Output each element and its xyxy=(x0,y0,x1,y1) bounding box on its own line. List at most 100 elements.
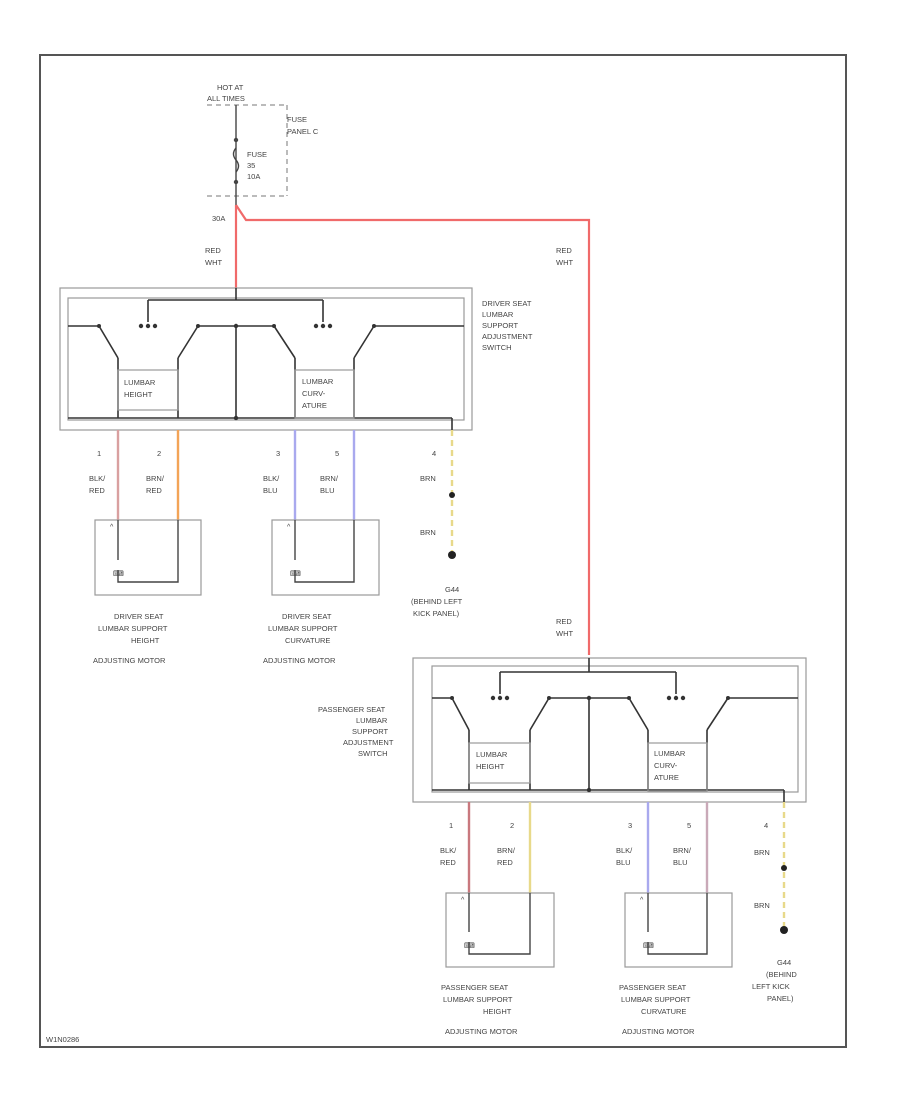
feed-passenger-wire-color-1: RED xyxy=(556,617,572,626)
passenger-switch xyxy=(412,657,807,803)
driver-motor2-label-1: DRIVER SEAT xyxy=(282,612,332,621)
driver-switch-label-4: ADJUSTMENT xyxy=(482,332,533,341)
passenger-ground-label-2: (BEHIND xyxy=(766,970,797,979)
svg-text:^: ^ xyxy=(110,524,114,531)
svg-text:^: ^ xyxy=(461,897,465,904)
passenger-motor1-label-3: HEIGHT xyxy=(483,1007,512,1016)
svg-text:⌨: ⌨ xyxy=(113,569,125,578)
driver-switch-label-1: DRIVER SEAT xyxy=(482,299,532,308)
passenger-splice-dot xyxy=(781,865,787,871)
passenger-pin-3: 3 xyxy=(628,821,632,830)
feed-branch-wire-color-2: WHT xyxy=(556,258,573,267)
passenger-curvature-label-2: CURV- xyxy=(654,761,678,770)
driver-wire-2a: BRN/ xyxy=(146,474,165,483)
passenger-ground-label-3: LEFT KICK xyxy=(752,982,790,991)
passenger-switch-label-2: LUMBAR xyxy=(356,716,388,725)
passenger-height-label-2: HEIGHT xyxy=(476,762,505,771)
driver-wire-1b: RED xyxy=(89,486,105,495)
svg-text:⌨: ⌨ xyxy=(290,569,302,578)
fuse-label-line2: 35 xyxy=(247,161,255,170)
driver-wire-5b: BLU xyxy=(320,486,335,495)
passenger-wire-4: BRN xyxy=(754,848,770,857)
svg-text:⌨: ⌨ xyxy=(464,941,476,950)
driver-motor2-label-4: ADJUSTING MOTOR xyxy=(263,656,336,665)
fuse-label-line1: FUSE xyxy=(247,150,267,159)
hot-at-label-line2: ALL TIMES xyxy=(207,94,245,103)
passenger-motor2-label-3: CURVATURE xyxy=(641,1007,686,1016)
driver-pin-3: 3 xyxy=(276,449,280,458)
driver-pin-4: 4 xyxy=(432,449,436,458)
driver-motor1-label-2: LUMBAR SUPPORT xyxy=(98,624,168,633)
passenger-switch-label-3: SUPPORT xyxy=(352,727,389,736)
red-feed-wires xyxy=(234,204,591,655)
passenger-pin-5: 5 xyxy=(687,821,691,830)
feed-driver-wire-color-1: RED xyxy=(205,246,221,255)
passenger-motor1-label-4: ADJUSTING MOTOR xyxy=(445,1027,518,1036)
driver-wire-3a: BLK/ xyxy=(263,474,280,483)
hot-at-label-line1: HOT AT xyxy=(217,83,244,92)
passenger-height-label-1: LUMBAR xyxy=(476,750,508,759)
passenger-wire-2a: BRN/ xyxy=(497,846,516,855)
fuse-panel-label-line1: FUSE xyxy=(287,115,307,124)
driver-wire-5a: BRN/ xyxy=(320,474,339,483)
passenger-motor2-label-2: LUMBAR SUPPORT xyxy=(621,995,691,1004)
driver-pin-2: 2 xyxy=(157,449,161,458)
passenger-motor2-label-1: PASSENGER SEAT xyxy=(619,983,687,992)
passenger-wire-1a: BLK/ xyxy=(440,846,457,855)
driver-curvature-label-2: CURV- xyxy=(302,389,326,398)
driver-switch-label-5: SWITCH xyxy=(482,343,512,352)
passenger-pin-4: 4 xyxy=(764,821,768,830)
fuse-pin-label: 30A xyxy=(212,214,225,223)
passenger-wire-3b: BLU xyxy=(616,858,631,867)
driver-wire-2b: RED xyxy=(146,486,162,495)
driver-ground-label-1: G44 xyxy=(445,585,459,594)
passenger-switch-label-1: PASSENGER SEAT xyxy=(318,705,386,714)
passenger-curvature-motor: ^ ⌨ xyxy=(624,892,733,968)
driver-height-label-1: LUMBAR xyxy=(124,378,156,387)
svg-text:^: ^ xyxy=(287,524,291,531)
feed-passenger-wire-color-2: WHT xyxy=(556,629,573,638)
passenger-curvature-label-3: ATURE xyxy=(654,773,679,782)
driver-pin-wires xyxy=(116,430,454,553)
driver-curvature-label-3: ATURE xyxy=(302,401,327,410)
diagram-frame xyxy=(39,54,847,1048)
driver-splice-dot xyxy=(449,492,455,498)
fuse-panel-label-line2: PANEL C xyxy=(287,127,319,136)
passenger-pin-1: 1 xyxy=(449,821,453,830)
fuse-label-line3: 10A xyxy=(247,172,260,181)
driver-motor1-label-4: ADJUSTING MOTOR xyxy=(93,656,166,665)
driver-ground-label-3: KICK PANEL) xyxy=(413,609,460,618)
driver-pin-5: 5 xyxy=(335,449,339,458)
svg-text:^: ^ xyxy=(640,897,644,904)
fuse-panel-outline xyxy=(207,104,288,197)
passenger-wire-2b: RED xyxy=(497,858,513,867)
passenger-motor1-label-2: LUMBAR SUPPORT xyxy=(443,995,513,1004)
driver-curvature-label-1: LUMBAR xyxy=(302,377,334,386)
passenger-ground-label-1: G44 xyxy=(777,958,791,967)
feed-branch-wire-color-1: RED xyxy=(556,246,572,255)
driver-ground-label-2: (BEHIND LEFT xyxy=(411,597,463,606)
driver-motor1-label-3: HEIGHT xyxy=(131,636,160,645)
driver-wire-3b: BLU xyxy=(263,486,278,495)
driver-switch-label-3: SUPPORT xyxy=(482,321,519,330)
passenger-motor2-label-4: ADJUSTING MOTOR xyxy=(622,1027,695,1036)
passenger-wire-5b: BLU xyxy=(673,858,688,867)
svg-text:⌨: ⌨ xyxy=(643,941,655,950)
driver-switch xyxy=(59,287,473,431)
driver-height-motor: ^ ⌨ xyxy=(94,519,202,596)
passenger-curvature-label-1: LUMBAR xyxy=(654,749,686,758)
passenger-wire-1b: RED xyxy=(440,858,456,867)
passenger-ground-dot xyxy=(780,926,788,934)
driver-curvature-motor: ^ ⌨ xyxy=(271,519,380,596)
feed-driver-wire-color-2: WHT xyxy=(205,258,222,267)
driver-ground-wire: BRN xyxy=(420,528,436,537)
driver-switch-label-2: LUMBAR xyxy=(482,310,514,319)
passenger-wire-3a: BLK/ xyxy=(616,846,633,855)
passenger-switch-label-4: ADJUSTMENT xyxy=(343,738,394,747)
driver-wire-4: BRN xyxy=(420,474,436,483)
driver-wire-1a: BLK/ xyxy=(89,474,106,483)
driver-pin-1: 1 xyxy=(97,449,101,458)
driver-motor2-label-2: LUMBAR SUPPORT xyxy=(268,624,338,633)
passenger-height-motor: ^ ⌨ xyxy=(445,892,555,968)
